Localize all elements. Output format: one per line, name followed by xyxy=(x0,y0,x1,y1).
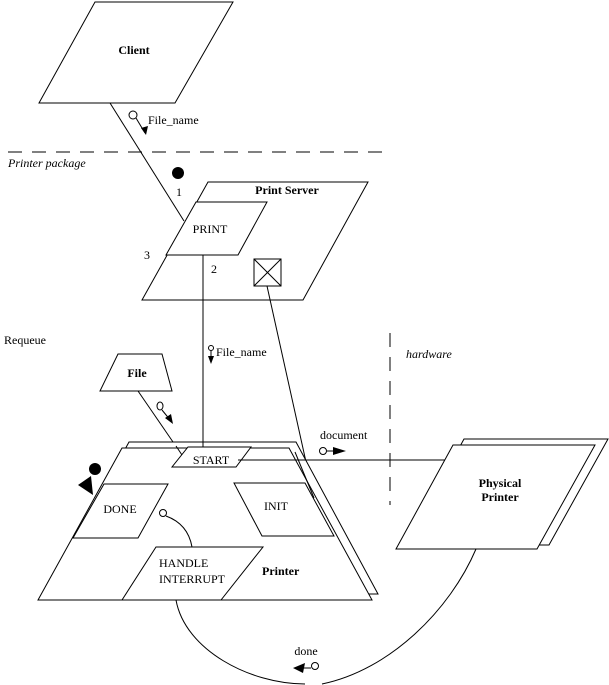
control-arrow-icon xyxy=(78,476,93,495)
requeue-label: Requeue xyxy=(4,333,46,347)
done-loop-left xyxy=(175,599,306,685)
client-flow-icon xyxy=(128,110,148,135)
done-loop-right xyxy=(321,548,477,685)
arrow-icon xyxy=(141,126,148,135)
data-couple-icon xyxy=(128,110,138,120)
start-label: START xyxy=(193,453,230,467)
physical-printer-label-line2: Printer xyxy=(481,490,519,504)
init-module[interactable] xyxy=(233,482,335,537)
print-server-label: Print Server xyxy=(255,183,319,197)
control-token-icon xyxy=(172,167,184,179)
file-label: File xyxy=(127,366,147,380)
done-flow-label: done xyxy=(294,644,317,658)
client-flow-label: File_name xyxy=(148,113,199,127)
server-flow-label: File_name xyxy=(216,345,267,359)
data-couple-icon xyxy=(156,401,164,411)
handle-interrupt-label-line2: INTERRUPT xyxy=(159,572,226,586)
printer-package-label: Printer package xyxy=(7,156,86,170)
client-print-connection xyxy=(109,102,185,222)
arrow-icon xyxy=(293,663,305,673)
print-label: PRINT xyxy=(193,222,228,236)
print-module[interactable] xyxy=(165,201,268,256)
file-flow-icon xyxy=(156,401,173,424)
sequence-3-label: 3 xyxy=(144,248,150,262)
done-flow-icon xyxy=(293,662,319,673)
sequence-2-label: 2 xyxy=(211,262,217,276)
control-token-icon xyxy=(89,463,101,475)
client-module[interactable] xyxy=(38,1,234,104)
data-couple-icon xyxy=(319,447,327,455)
hardware-label: hardware xyxy=(406,347,452,361)
arrow-icon xyxy=(333,447,346,455)
start-module[interactable] xyxy=(170,446,252,468)
done-interrupt-connection xyxy=(165,515,193,548)
sequence-1-label: 1 xyxy=(176,185,182,199)
arrow-icon xyxy=(165,414,173,424)
data-couple-icon xyxy=(208,345,214,351)
file-module[interactable] xyxy=(99,353,173,392)
server-flow-icon xyxy=(208,345,214,364)
printer-label: Printer xyxy=(262,564,300,578)
physical-printer-module[interactable] xyxy=(395,444,596,550)
client-label: Client xyxy=(118,43,149,57)
init-label: INIT xyxy=(264,499,289,513)
done-interrupt-couple-icon xyxy=(159,509,167,517)
physical-printer-label-line1: Physical xyxy=(479,476,522,490)
document-flow-label: document xyxy=(320,428,368,442)
handle-interrupt-module[interactable] xyxy=(121,546,265,601)
done-module[interactable] xyxy=(72,483,169,539)
hidden-module-icon xyxy=(253,258,282,287)
arrow-icon xyxy=(208,356,214,364)
document-flow-icon xyxy=(319,447,346,455)
handle-interrupt-label-line1: HANDLE xyxy=(159,556,208,570)
data-couple-icon xyxy=(311,662,319,670)
done-label: DONE xyxy=(103,502,136,516)
